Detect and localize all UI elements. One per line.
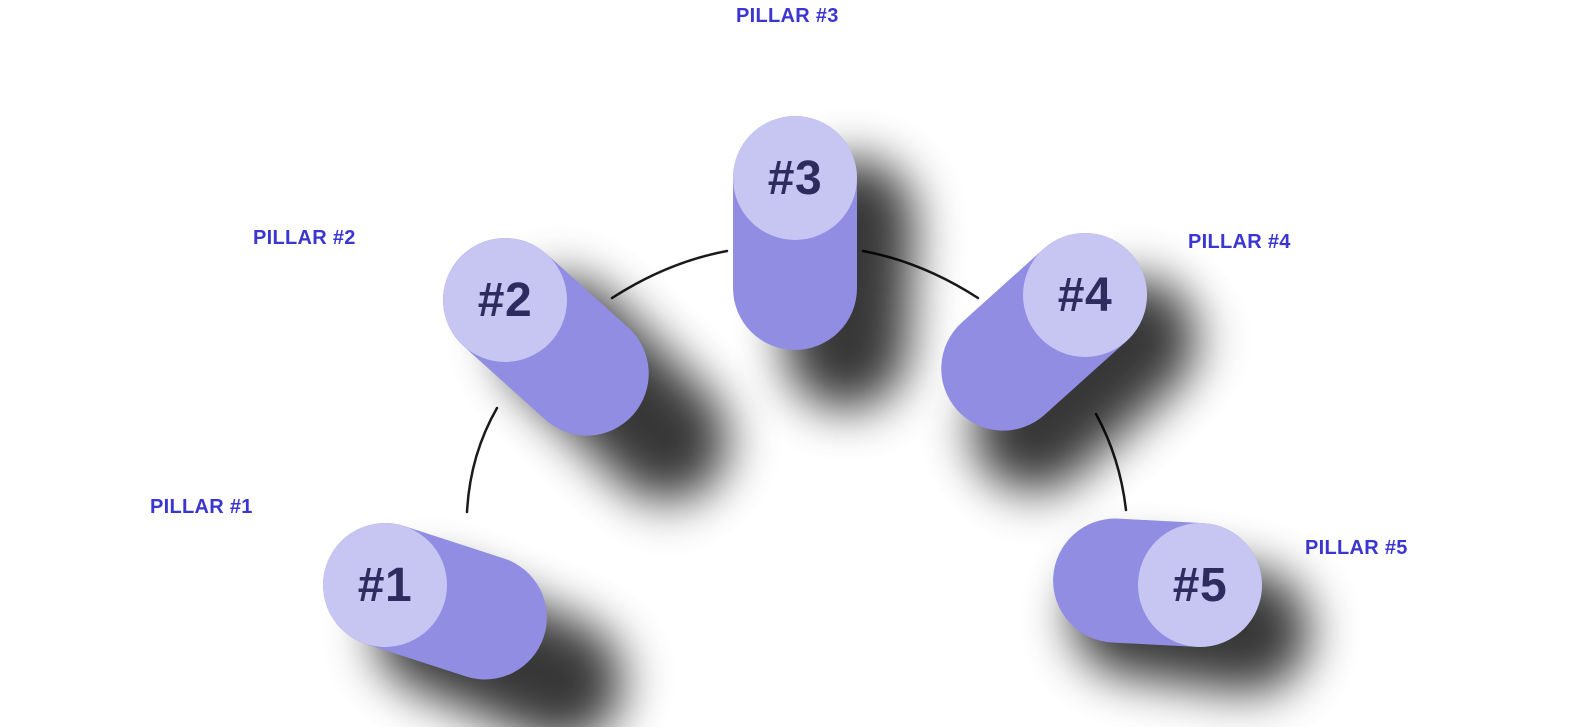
pillar-2: #2 <box>417 212 755 528</box>
connector-arc-2-3 <box>610 249 729 300</box>
pillar-5-number: #5 <box>1172 558 1228 612</box>
pillar-4-face: #4 <box>1023 233 1147 357</box>
pillar-5: #5 <box>1049 515 1319 702</box>
pillar-3-face: #3 <box>733 116 857 240</box>
pillar-3: #3 <box>733 116 919 413</box>
pillar-4: #4 <box>915 207 1223 518</box>
pillar-2-label: PILLAR #2 <box>253 227 356 249</box>
pillar-1-face: #1 <box>323 523 447 647</box>
pillar-1-label: PILLAR #1 <box>150 496 253 518</box>
pillar-3-label: PILLAR #3 <box>736 5 839 27</box>
pillar-2-number: #2 <box>477 273 533 327</box>
pillar-5-face: #5 <box>1138 523 1262 647</box>
pillar-5-label: PILLAR #5 <box>1305 537 1408 559</box>
pillar-3-number: #3 <box>767 151 823 205</box>
pillar-4-label: PILLAR #4 <box>1188 231 1291 253</box>
pillar-2-face: #2 <box>443 238 567 362</box>
pillar-1: #1 <box>306 506 642 727</box>
pillar-1-number: #1 <box>357 558 413 612</box>
pillar-4-number: #4 <box>1057 268 1113 322</box>
connector-arc-1-2 <box>465 406 499 514</box>
